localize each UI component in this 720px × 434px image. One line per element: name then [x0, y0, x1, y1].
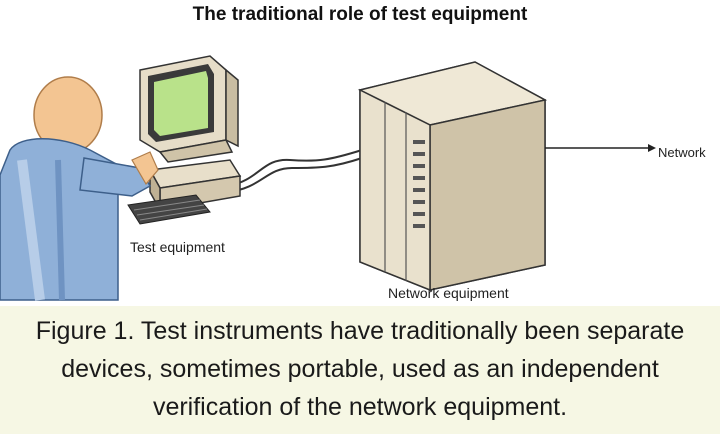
computer-icon	[127, 55, 242, 225]
test-equipment-label: Test equipment	[130, 239, 225, 255]
network-equipment-label: Network equipment	[388, 285, 509, 301]
arrow-icon	[545, 144, 656, 152]
person-icon	[0, 76, 159, 301]
server-cabinet-icon	[357, 61, 548, 292]
figure-title: The traditional role of test equipment	[192, 4, 528, 25]
diagram-art: Test equipment Network equipment Network	[0, 55, 706, 301]
network-label: Network	[658, 145, 706, 160]
figure-caption: Figure 1. Test instruments have traditio…	[0, 306, 720, 434]
cable	[227, 149, 363, 187]
